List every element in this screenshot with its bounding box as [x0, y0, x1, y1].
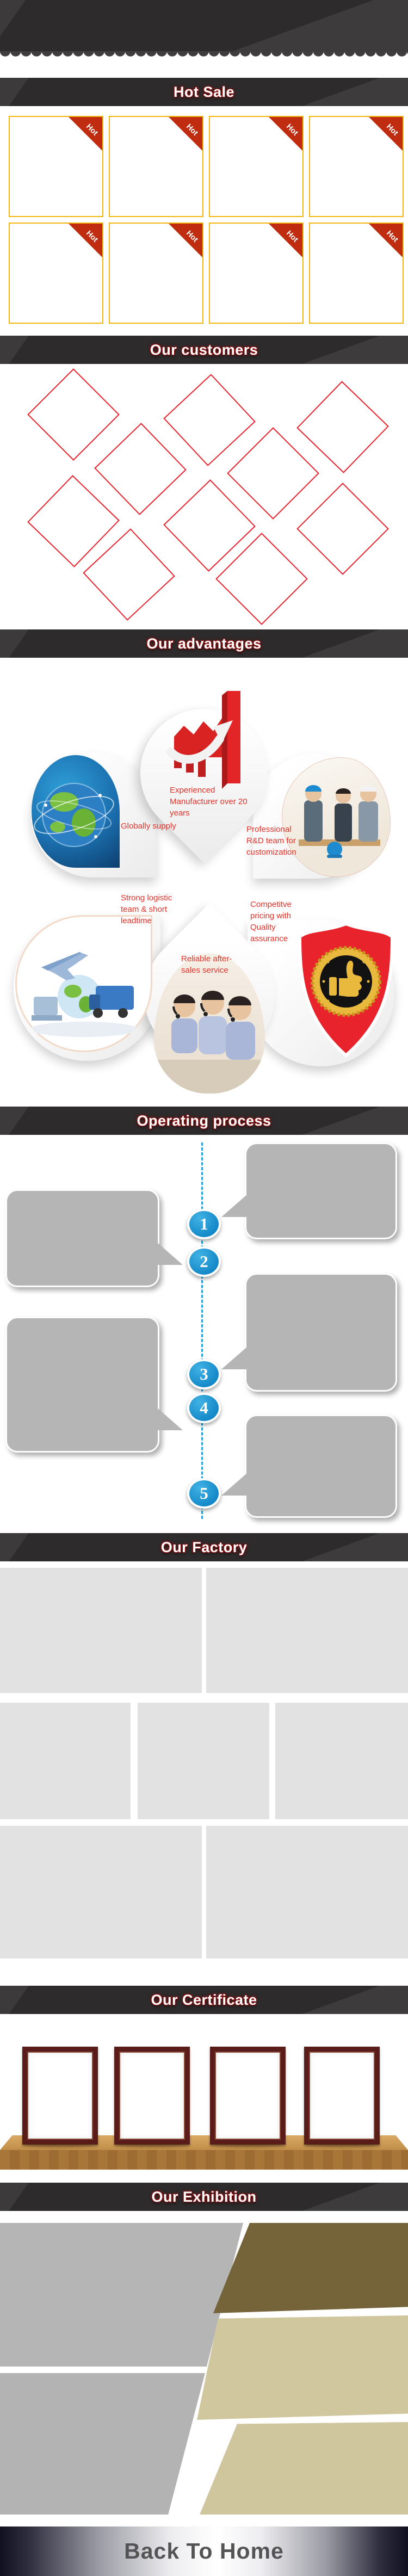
product-card[interactable]: Hot: [209, 116, 304, 217]
advantage-label-logistics: Strong logistic team & short leadtime: [121, 893, 172, 925]
banner-exhibition: Our Exhibition: [0, 2183, 408, 2211]
exhibition-photo: [0, 2373, 205, 2515]
process-box: [5, 1317, 183, 1453]
certificate-frame: [210, 2047, 286, 2145]
advantage-label-pricing: Competitve pricing with Quality assuranc…: [250, 900, 292, 943]
exhibition-photo: [197, 2315, 408, 2420]
customer-logo-placeholder: [94, 423, 187, 515]
back-to-home-bar[interactable]: Back To Home: [0, 2526, 408, 2576]
process-title: Operating process: [137, 1112, 271, 1129]
factory-photo: [275, 1703, 408, 1819]
hot-ribbon: [169, 117, 202, 151]
customer-logo-placeholder: [27, 368, 120, 461]
factory-title: Our Factory: [160, 1539, 248, 1555]
customer-logo-placeholder: [163, 374, 256, 466]
process-step-circle: 1: [187, 1209, 221, 1239]
hot-ribbon: [369, 224, 403, 257]
process-step-circle: 3: [187, 1359, 221, 1389]
product-card[interactable]: Hot: [309, 223, 404, 324]
exhibition-title: Our Exhibition: [151, 2188, 257, 2205]
certificate-shelf-front: [0, 2150, 408, 2170]
factory-photo: [206, 1568, 408, 1693]
advantage-label-rd-team: Professional R&D team for customization: [246, 825, 296, 857]
advantage-label-experienced: Experienced Manufacturer over 20 years: [170, 786, 248, 818]
product-card[interactable]: Hot: [9, 116, 103, 217]
hot-ribbon: [69, 224, 102, 257]
advantage-label-service: Reliable after-sales service: [181, 954, 232, 975]
back-to-home-label: Back To Home: [124, 2538, 284, 2563]
process-box: [5, 1189, 183, 1287]
process-timeline: [201, 1142, 203, 1519]
globe-icon: [32, 755, 120, 868]
factory-photo: [138, 1703, 269, 1819]
hot-ribbon: [169, 224, 202, 257]
process-step-circle: 5: [187, 1478, 221, 1509]
certificate-frame: [22, 2047, 98, 2145]
hot-ribbon: [269, 224, 302, 257]
banner-hot-sale: Hot Sale: [0, 78, 408, 106]
customer-service-team-icon: [154, 953, 265, 1094]
factory-photo: [0, 1826, 202, 1959]
product-card[interactable]: Hot: [109, 116, 203, 217]
advantages-title: Our advantages: [146, 635, 262, 652]
banner-advantages: Our advantages: [0, 629, 408, 658]
top-header: [0, 0, 408, 51]
certificate-frame: [114, 2047, 190, 2145]
advantage-label-globally: Globally supply: [121, 821, 176, 831]
factory-photo: [0, 1568, 202, 1693]
product-card[interactable]: Hot: [109, 223, 203, 324]
growth-chart-icon: [163, 687, 248, 798]
factory-photo: [206, 1826, 408, 1959]
hot-ribbon: [269, 117, 302, 151]
rd-team-icon: [282, 757, 391, 877]
logistics-icon: [15, 915, 152, 1052]
exhibition-photo: [213, 2223, 408, 2313]
hot-sale-title: Hot Sale: [173, 83, 235, 100]
exhibition-photo: [0, 2223, 243, 2367]
banner-customers: Our customers: [0, 336, 408, 364]
scallop-edge: [0, 51, 408, 62]
banner-factory: Our Factory: [0, 1533, 408, 1561]
customer-logo-placeholder: [227, 427, 319, 520]
certificate-frame: [304, 2047, 380, 2145]
product-card[interactable]: Hot: [9, 223, 103, 324]
process-step-circle: 2: [187, 1246, 221, 1277]
banner-process: Operating process: [0, 1107, 408, 1135]
exhibition-photo: [200, 2422, 408, 2515]
customer-logo-placeholder: [296, 381, 389, 473]
process-box: [221, 1414, 397, 1518]
product-card[interactable]: Hot: [209, 223, 304, 324]
customers-title: Our customers: [150, 341, 258, 358]
banner-certificate: Our Certificate: [0, 1986, 408, 2014]
process-step-circle: 4: [187, 1393, 221, 1423]
customer-logo-placeholder: [296, 483, 389, 575]
quality-thumbs-up-badge-icon: [295, 921, 397, 1062]
product-card[interactable]: Hot: [309, 116, 404, 217]
factory-photo: [0, 1703, 131, 1819]
process-box: [221, 1273, 397, 1392]
certificate-title: Our Certificate: [151, 1991, 257, 2008]
hot-ribbon: [69, 117, 102, 151]
process-box: [221, 1142, 397, 1239]
hot-ribbon: [369, 117, 403, 151]
